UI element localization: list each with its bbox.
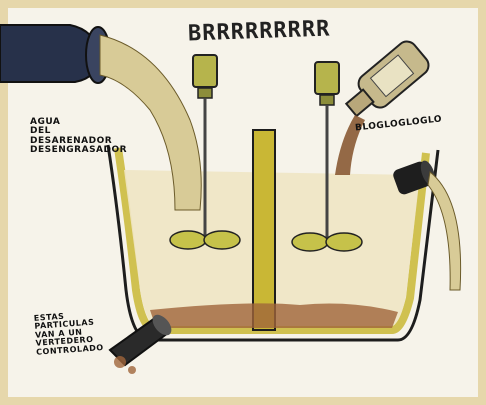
water-label: AGUA DEL DESARENADOR DESENGRASADOR xyxy=(30,118,110,156)
sound-effect-text: BRRRRRRRRR xyxy=(188,18,331,46)
particles-label: ESTAS PARTICULAS VAN A UN VERTEDERO CONT… xyxy=(34,309,117,356)
tank-divider xyxy=(253,130,275,330)
sediment xyxy=(150,303,398,328)
outlet-stream xyxy=(428,172,461,290)
inlet-pipe xyxy=(0,25,110,83)
chemical-bottle xyxy=(339,37,432,124)
water-label-line: DESENGRASADOR xyxy=(30,146,110,155)
